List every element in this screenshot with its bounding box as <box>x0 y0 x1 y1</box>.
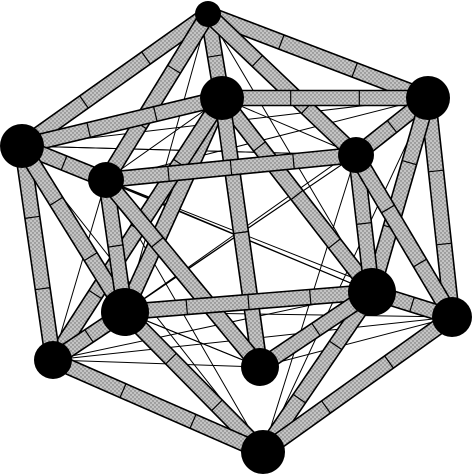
cable-upper-mid-left-inner <box>105 97 223 181</box>
joint-upper-mid <box>200 76 244 120</box>
strut-upper-mid-upper-right <box>221 89 429 107</box>
joint-lower-mid <box>241 348 279 386</box>
joint-left-inner <box>88 162 124 198</box>
joint-mid-right <box>348 268 396 316</box>
joint-upper-right <box>406 76 450 120</box>
joint-right <box>432 297 472 337</box>
joint-right-inner <box>338 137 374 173</box>
joint-lower-left <box>34 341 72 379</box>
joint-top <box>195 1 221 27</box>
joint-mid-left <box>101 288 149 336</box>
strut-layer <box>13 5 461 460</box>
cable-lower-mid-mid-left <box>124 311 261 368</box>
strut-right-bottom <box>257 309 458 460</box>
strut-lower-left-bottom <box>48 352 268 460</box>
cable-upper-right-bottom <box>262 97 429 453</box>
joint-bottom <box>241 430 285 474</box>
cable-lower-mid-right <box>259 316 453 368</box>
cable-lower-left-lower-mid <box>52 359 261 368</box>
strut-mid-left-bottom <box>118 305 270 459</box>
cable-left-inner-lower-left <box>52 179 107 361</box>
joint-left <box>0 124 44 168</box>
cable-upper-mid-right-inner <box>221 97 357 156</box>
